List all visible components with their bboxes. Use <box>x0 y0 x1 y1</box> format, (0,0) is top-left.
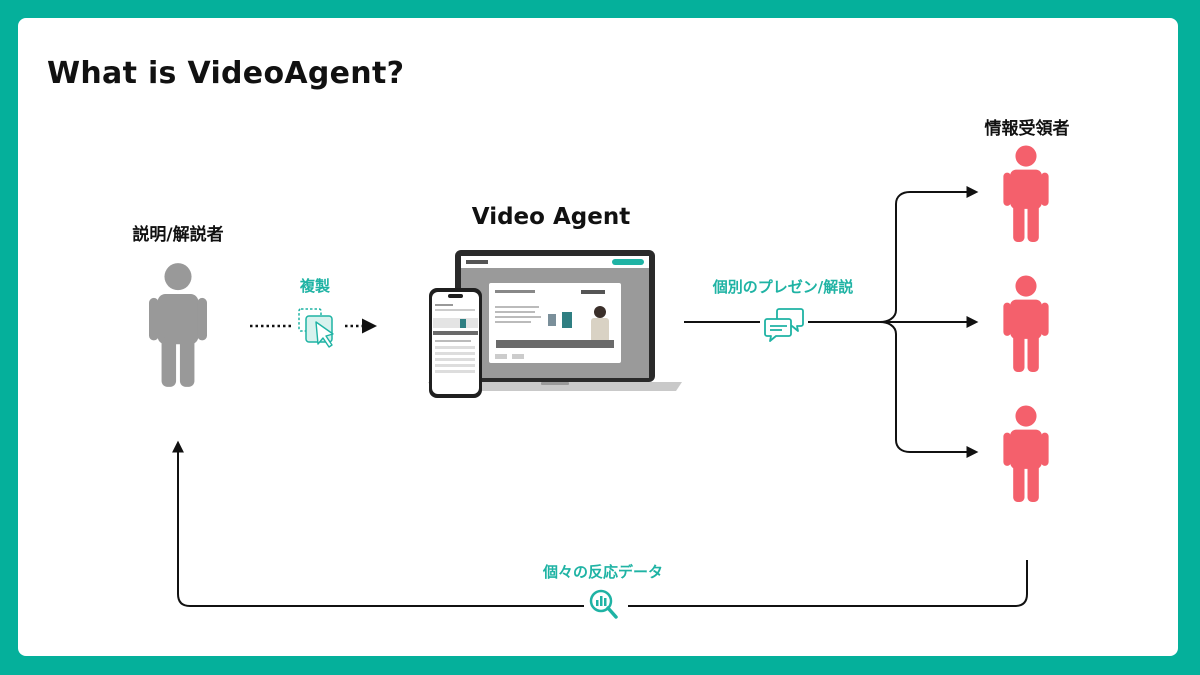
phone-mockup <box>429 288 482 398</box>
page-title: What is VideoAgent? <box>47 56 405 91</box>
presentation-label: 個別のプレゼン/解説 <box>712 278 854 296</box>
reaction-data-label: 個々の反応データ <box>542 563 664 581</box>
branch-connector <box>879 186 979 458</box>
receiver-person-icon <box>1003 275 1049 372</box>
copy-cursor-icon <box>298 308 334 348</box>
laptop-mockup <box>428 250 682 391</box>
duplicate-label: 複製 <box>299 277 331 295</box>
explainer-label: 説明/解説者 <box>132 225 224 245</box>
chat-bubbles-icon <box>764 308 804 342</box>
explainer-person-icon <box>149 263 207 387</box>
product-label: Video Agent <box>471 204 631 230</box>
magnify-chart-icon <box>589 589 618 619</box>
receiver-person-icon <box>1003 405 1049 502</box>
receiver-person-icon <box>1003 145 1049 242</box>
receiver-label: 情報受領者 <box>984 119 1070 139</box>
feedback-loop <box>172 440 1028 607</box>
